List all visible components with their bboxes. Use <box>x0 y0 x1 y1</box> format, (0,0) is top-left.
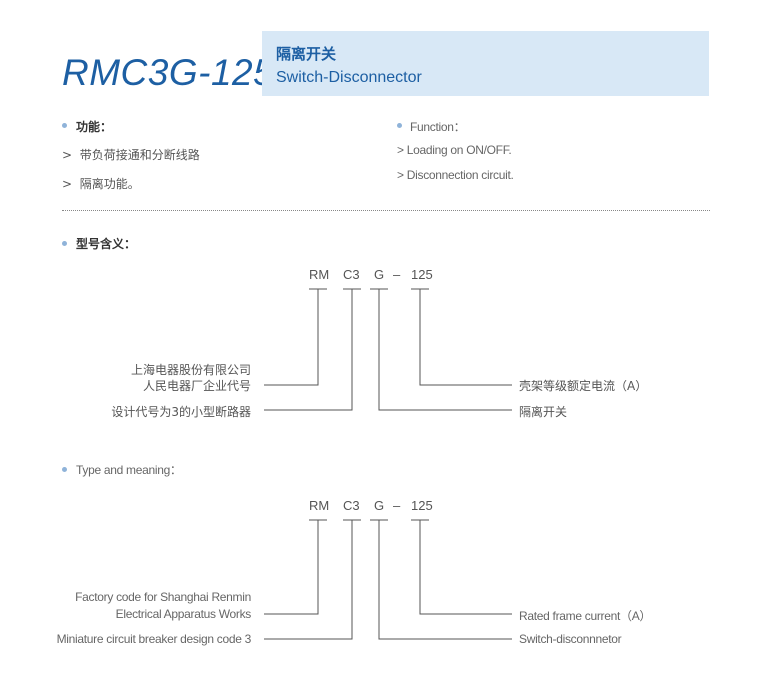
label-switch-disconnector: 隔离开关 <box>519 405 568 419</box>
code-c3: C3 <box>343 267 360 282</box>
function-item-cn-2: > 隔离功能。 <box>62 175 140 192</box>
label-switch-disconnector-en: Switch-disconnnetor <box>519 632 622 646</box>
title-chinese: 隔离开关 <box>276 45 337 63</box>
label-company-line1: 上海电器股份有限公司 <box>130 363 251 377</box>
label-factory-line1: Factory code for Shanghai Renmin <box>75 590 251 604</box>
function-heading-cn: 功能： <box>76 120 113 134</box>
arrow-marker-icon: > <box>397 143 404 157</box>
code-rm: RM <box>309 267 330 282</box>
type-heading-cn: 型号含义： <box>76 237 137 251</box>
function-heading-en: Function： <box>410 120 466 134</box>
section-divider <box>62 210 710 211</box>
label-company-line2: 人民电器厂企业代号 <box>142 379 251 393</box>
type-heading-en: Type and meaning： <box>76 463 182 477</box>
function-item-cn-1-text: 带负荷接通和分断线路 <box>79 148 200 162</box>
label-design-code-en: Miniature circuit breaker design code 3 <box>56 632 252 646</box>
function-item-en-1: > Loading on ON/OFF. <box>397 143 512 157</box>
model-number: RMC3G-125 <box>62 52 275 93</box>
title-english: Switch-Disconnector <box>276 69 422 86</box>
function-item-cn-2-text: 隔离功能。 <box>79 177 140 191</box>
bullet-icon <box>62 241 67 246</box>
function-item-en-1-text: Loading on ON/OFF. <box>406 143 512 157</box>
bullet-icon <box>62 467 67 472</box>
code-125: 125 <box>411 267 433 282</box>
function-item-en-2: > Disconnection circuit. <box>397 168 514 182</box>
label-design-code: 设计代号为3的小型断路器 <box>111 405 251 419</box>
code-dash: – <box>393 267 401 282</box>
label-factory-line2: Electrical Apparatus Works <box>115 607 252 621</box>
bullet-icon <box>397 123 402 128</box>
code-c3-en: C3 <box>343 498 360 513</box>
code-rm-en: RM <box>309 498 330 513</box>
label-rated-current: 壳架等级额定电流（A） <box>519 379 648 393</box>
code-125-en: 125 <box>411 498 433 513</box>
arrow-marker-icon: > <box>62 177 73 191</box>
label-rated-current-en: Rated frame current（A） <box>519 609 652 623</box>
code-g-en: G <box>374 498 385 513</box>
arrow-marker-icon: > <box>62 148 73 162</box>
code-dash-en: – <box>393 498 401 513</box>
arrow-marker-icon: > <box>397 168 404 182</box>
function-item-cn-1: > 带负荷接通和分断线路 <box>62 146 200 163</box>
code-g: G <box>374 267 385 282</box>
function-item-en-2-text: Disconnection circuit. <box>406 168 514 182</box>
title-box <box>262 31 709 96</box>
bullet-icon <box>62 123 67 128</box>
